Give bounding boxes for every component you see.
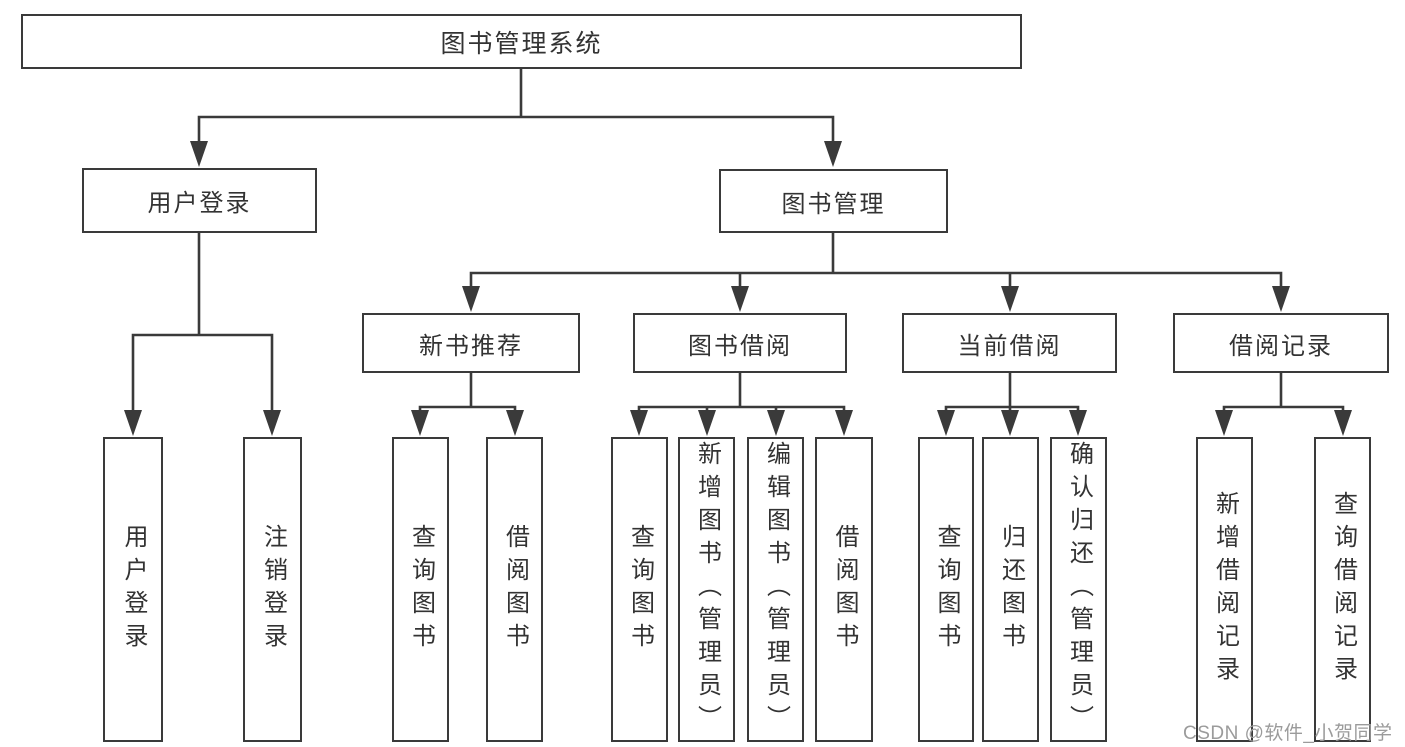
node-new-book-recommend: 新书推荐 [362, 313, 580, 373]
leaf-query-books-recommend-label: 查询图书 [407, 523, 435, 656]
leaf-edit-book-admin-label: 编辑图书（管理员） [762, 441, 790, 738]
leaf-confirm-return-admin-label: 确认归还（管理员） [1065, 441, 1093, 738]
arrowheads [124, 141, 1352, 436]
node-book-management: 图书管理 [719, 169, 948, 233]
connector-book-management-to-level2 [469, 231, 1283, 290]
leaf-query-books-current: 查询图书 [918, 437, 974, 742]
watermark: CSDN @软件_小贺同学 [1183, 723, 1393, 744]
leaf-query-borrow-record: 查询借阅记录 [1314, 437, 1371, 742]
node-user-login-label: 用户登录 [147, 190, 252, 217]
node-current-borrow-label: 当前借阅 [957, 332, 1062, 360]
arrow-down-icon [630, 410, 648, 436]
arrow-down-icon [731, 286, 749, 312]
node-book-borrow-label: 图书借阅 [688, 332, 792, 360]
arrow-down-icon [506, 410, 524, 436]
leaf-borrow-books-label: 借阅图书 [831, 523, 858, 656]
leaf-add-borrow-record: 新增借阅记录 [1196, 437, 1253, 742]
connector-book-borrow-children [637, 371, 846, 413]
node-new-book-recommend-label: 新书推荐 [419, 332, 523, 360]
connector-new-book-recommend-children [418, 371, 517, 413]
arrow-down-icon [937, 410, 955, 436]
leaf-query-books-current-label: 查询图书 [933, 523, 960, 656]
connector-user-login-children [131, 231, 274, 414]
node-current-borrow: 当前借阅 [902, 313, 1117, 373]
leaf-return-book: 归还图书 [982, 437, 1039, 742]
connector-root-to-level1 [197, 66, 835, 145]
leaf-borrow-books-recommend: 借阅图书 [486, 437, 543, 742]
arrow-down-icon [1001, 286, 1019, 312]
arrow-down-icon [698, 410, 716, 436]
leaf-logout: 注销登录 [243, 437, 302, 742]
node-book-management-label: 图书管理 [781, 190, 886, 218]
leaf-query-borrow-record-label: 查询借阅记录 [1329, 490, 1357, 689]
leaf-add-book-admin-label: 新增图书（管理员） [693, 441, 721, 738]
leaf-user-login-label: 用户登录 [120, 523, 147, 656]
leaf-borrow-books: 借阅图书 [815, 437, 873, 742]
leaf-query-books-borrow: 查询图书 [611, 437, 668, 742]
node-root: 图书管理系统 [21, 14, 1022, 69]
leaf-logout-label: 注销登录 [259, 523, 287, 656]
arrow-down-icon [1272, 286, 1290, 312]
leaf-borrow-books-recommend-label: 借阅图书 [501, 523, 529, 656]
arrow-down-icon [767, 410, 785, 436]
arrow-down-icon [1001, 410, 1019, 436]
connector-borrow-records-children [1222, 371, 1345, 413]
leaf-edit-book-admin: 编辑图书（管理员） [747, 437, 804, 742]
node-borrow-records: 借阅记录 [1173, 313, 1389, 373]
leaf-confirm-return-admin: 确认归还（管理员） [1050, 437, 1107, 742]
arrow-down-icon [1334, 410, 1352, 436]
leaf-add-borrow-record-label: 新增借阅记录 [1211, 490, 1239, 689]
leaf-query-books-borrow-label: 查询图书 [626, 523, 654, 656]
arrow-down-icon [190, 141, 208, 167]
arrow-down-icon [462, 286, 480, 312]
node-book-borrow: 图书借阅 [633, 313, 847, 373]
leaf-add-book-admin: 新增图书（管理员） [678, 437, 735, 742]
arrow-down-icon [411, 410, 429, 436]
arrow-down-icon [1215, 410, 1233, 436]
node-borrow-records-label: 借阅记录 [1229, 332, 1333, 360]
arrow-down-icon [1069, 410, 1087, 436]
node-user-login: 用户登录 [82, 168, 317, 233]
leaf-user-login: 用户登录 [103, 437, 163, 742]
arrow-down-icon [263, 410, 281, 436]
leaf-query-books-recommend: 查询图书 [392, 437, 449, 742]
leaf-return-book-label: 归还图书 [997, 523, 1025, 656]
connector-current-borrow-children [944, 371, 1080, 413]
node-root-label: 图书管理系统 [440, 29, 603, 58]
arrow-down-icon [824, 141, 842, 167]
arrow-down-icon [835, 410, 853, 436]
arrow-down-icon [124, 410, 142, 436]
